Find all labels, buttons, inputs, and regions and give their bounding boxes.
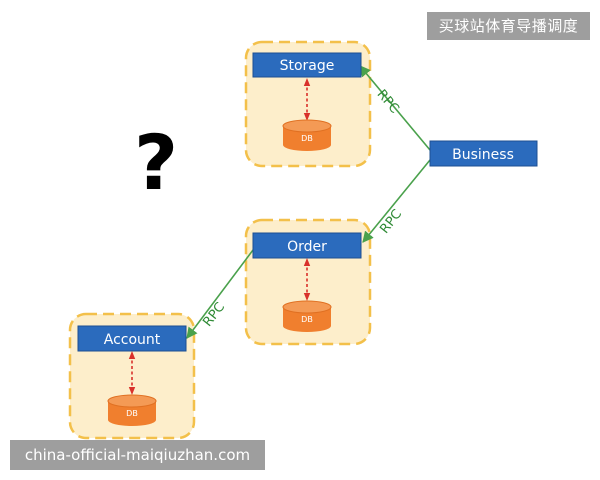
watermark-bottom: china-official-maiqiuzhan.com (10, 440, 265, 470)
order-db-label: DB (301, 315, 313, 324)
order-db-cylinder (282, 300, 332, 332)
storage-service-label: Storage (280, 58, 335, 74)
business-service-box[interactable] (429, 140, 538, 167)
business-service-label: Business (452, 147, 514, 163)
account-db-label: DB (126, 409, 138, 418)
storage-db-cylinder (282, 119, 332, 151)
edge-order-account (186, 249, 254, 339)
edge-business-order (362, 159, 431, 243)
question-mark: ? (133, 118, 179, 207)
account-service-box[interactable] (77, 325, 187, 352)
watermark-top: 买球站体育导播调度 (427, 12, 590, 40)
account-service-label: Account (104, 332, 161, 348)
edge-label-rpc: RPC (377, 207, 405, 237)
account-db-cylinder (107, 394, 157, 426)
storage-service-box[interactable] (252, 52, 362, 78)
order-service-label: Order (287, 239, 327, 255)
edge-business-storage (359, 65, 431, 151)
edge-label-rpc: RPC (200, 300, 228, 330)
storage-db-label: DB (301, 134, 313, 143)
